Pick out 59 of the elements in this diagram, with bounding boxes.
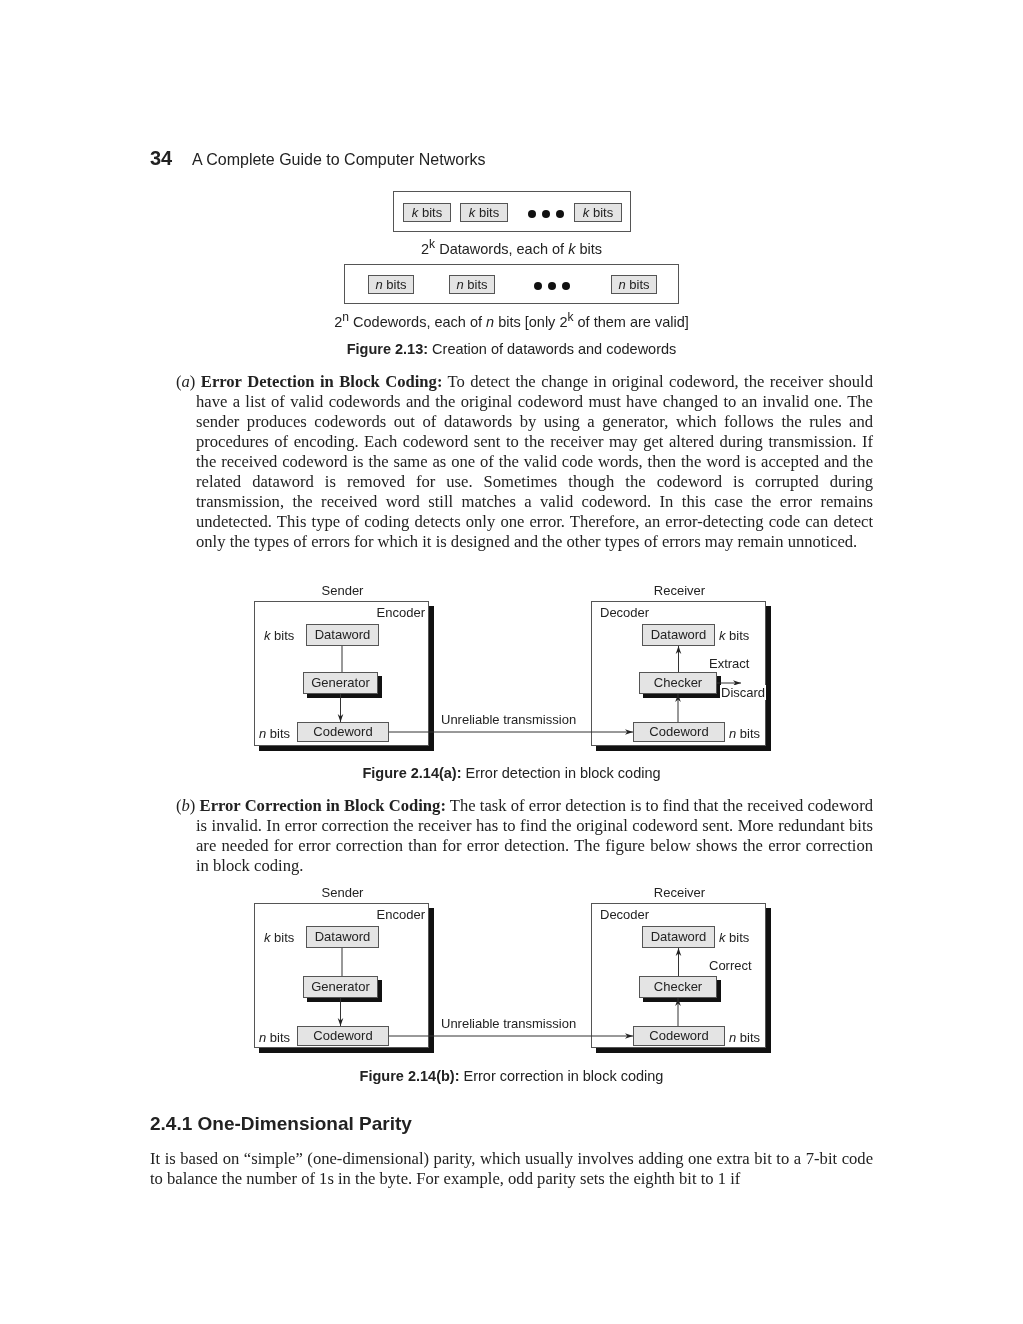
figure-subcaption: 2$^{n}$ Codewords, each of n bits [only 2$^{k}$ of them are valid]: [333, 310, 690, 330]
bit-count-label: k bits: [264, 930, 295, 945]
panel-title: Encoder: [376, 605, 425, 620]
connector-line: [341, 947, 343, 977]
arrow: [675, 947, 682, 977]
dataword-box: Dataword: [642, 926, 715, 948]
bit-count-label: k bits: [719, 628, 750, 643]
arrow: [675, 645, 682, 673]
dataword-box: Dataword: [306, 624, 379, 646]
bit-count-label: n bits: [729, 1030, 761, 1045]
arrow: [388, 1033, 634, 1039]
word-set-frame: [393, 191, 631, 232]
bit-count-label: n bits: [259, 726, 291, 741]
arrow: [675, 997, 681, 1027]
panel-heading: Sender: [320, 583, 365, 598]
edge-label: Unreliable transmission: [440, 1016, 578, 1031]
codeword-box: n bits: [611, 275, 657, 294]
paragraph: It is based on “simple” (one-dimensional) parity, which usually involves adding one extra bit to a 7-bit code to balance the number of 1s in the byte. For example, odd parity sets the eighth bit to 1 if: [150, 1149, 873, 1189]
section-heading: 2.4.1 One-Dimensional Parity: [150, 1113, 413, 1135]
figure-caption: Figure 2.13: Creation of datawords and codewords: [345, 341, 678, 357]
page-number: 34: [150, 147, 174, 170]
panel-title: Decoder: [600, 907, 650, 922]
arrow: [337, 997, 344, 1027]
dataword-box: Dataword: [306, 926, 379, 948]
codeword-box: n bits: [368, 275, 414, 294]
bit-count-label: k bits: [264, 628, 295, 643]
panel-title: Decoder: [600, 605, 650, 620]
dataword-box: k bits: [460, 203, 508, 222]
figure-subcaption: 2$^{k}$ Datawords, each of k bits: [420, 237, 603, 257]
edge-label: Discard: [720, 685, 767, 700]
arrow: [675, 693, 681, 723]
figure-caption: Figure 2.14(b): Error correction in block coding: [358, 1068, 665, 1084]
edge-label: Correct: [708, 958, 753, 973]
dataword-box: k bits: [403, 203, 451, 222]
arrow: [388, 729, 634, 735]
panel-heading: Receiver: [652, 885, 707, 900]
codeword-box: Codeword: [297, 722, 389, 742]
panel-heading: Sender: [320, 885, 365, 900]
connector-line: [341, 645, 343, 673]
panel-heading: Receiver: [652, 583, 707, 598]
running-header: A Complete Guide to Computer Networks: [192, 151, 487, 169]
arrow: [716, 680, 742, 686]
paragraph: (b) Error Correction in Block Coding: The task of error detection is to find that the received codeword is invalid. In error correction the receiver has to find the original codeword sent. More redundant bits are needed for error correction than for error detection. The figure below shows the error correction in block coding.: [176, 796, 873, 876]
bit-count-label: k bits: [719, 930, 750, 945]
paragraph: (a) Error Detection in Block Coding: To detect the change in original codeword, the receiver should have a list of valid codewords and the original codeword must have changed to an invalid one. The sender produces codewords out of datawords by using a generator, which follows the rules and procedures of encoding. Each codeword sent to the receiver may get altered during transmission. If the received codeword is the same as one of the valid code words, then the word is accepted and the related dataword is removed for use. Sometimes though the codeword is corrupted during transmission, the received word still matches a valid codeword. In this case the error remains undetected. This type of coding detects only one error. Therefore, an error-detecting code can detect only the types of errors for which it is designed and the other types of errors may remain unnoticed.: [176, 372, 873, 552]
word-set-frame: [344, 264, 679, 304]
bit-count-label: n bits: [259, 1030, 291, 1045]
edge-label: Extract: [708, 656, 751, 671]
panel-title: Encoder: [376, 907, 425, 922]
codeword-box: Codeword: [633, 722, 725, 742]
figure-caption: Figure 2.14(a): Error detection in block coding: [361, 765, 662, 781]
dataword-box: k bits: [574, 203, 622, 222]
codeword-box: n bits: [449, 275, 495, 294]
arrow: [337, 693, 344, 723]
bit-count-label: n bits: [729, 726, 761, 741]
codeword-box: Codeword: [297, 1026, 389, 1046]
dataword-box: Dataword: [642, 624, 715, 646]
edge-label: Unreliable transmission: [440, 712, 578, 727]
codeword-box: Codeword: [633, 1026, 725, 1046]
